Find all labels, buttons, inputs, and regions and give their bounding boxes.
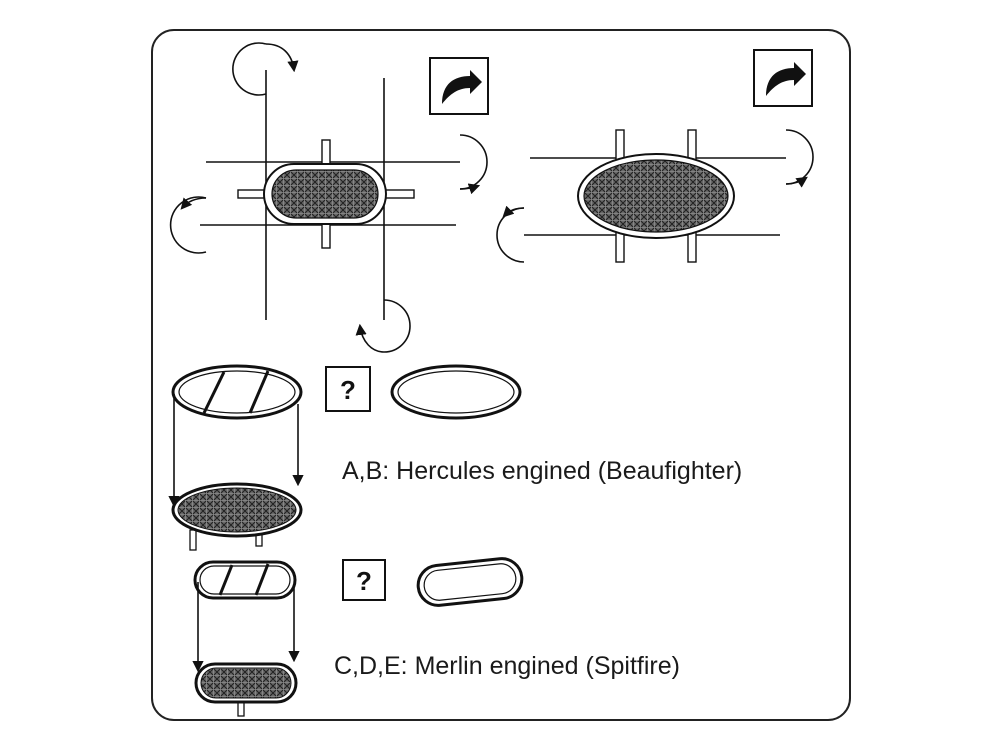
hercules-caption: A,B: Hercules engined (Beaufighter)	[342, 457, 742, 485]
rotation-arrow-icon	[785, 129, 814, 185]
rotation-arrow-icon	[496, 207, 525, 263]
rotation-arrow-icon	[383, 299, 411, 353]
diagram-frame	[151, 29, 851, 721]
merlin-caption: C,D,E: Merlin engined (Spitfire)	[334, 652, 680, 680]
rotation-arrow-icon	[232, 42, 267, 96]
question-mark-box: ?	[342, 559, 386, 601]
question-mark-label: ?	[340, 375, 356, 405]
curved-arrow-right-icon	[429, 57, 489, 115]
rotation-arrow-icon	[459, 134, 488, 190]
question-mark-label: ?	[356, 566, 372, 596]
question-mark-box: ?	[325, 366, 371, 412]
hercules-gasket-ring	[390, 364, 522, 420]
hercules-filter-fitting-view	[169, 42, 488, 353]
merlin-gasket-ring	[416, 557, 524, 607]
hercules-filter-elliptical-view	[496, 129, 814, 263]
hercules-filter-exploded-view	[168, 364, 304, 551]
merlin-filter-exploded-view	[192, 560, 300, 717]
curved-arrow-right-icon	[753, 49, 813, 107]
